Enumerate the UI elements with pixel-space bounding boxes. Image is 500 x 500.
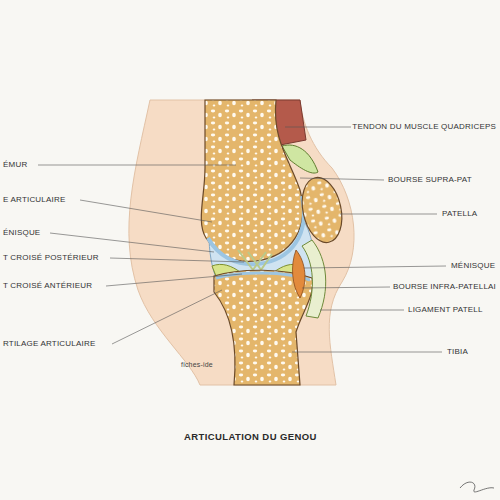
patella	[297, 174, 348, 246]
part-label: MÉNISQUE	[450, 261, 496, 271]
part-label: RTILAGE ARTICULAIRE	[2, 339, 96, 349]
patellar-ligament	[302, 240, 326, 318]
part-label: ÉNISQUE	[2, 228, 41, 238]
signature	[460, 482, 494, 492]
part-label: TIBIA	[446, 347, 469, 357]
part-label: T CROISÉ ANTÉRIEUR	[2, 281, 93, 291]
part-label: T CROISÉ POSTÉRIEUR	[2, 253, 100, 263]
cartilage	[208, 196, 304, 264]
part-label: LIGAMENT PATELL	[407, 305, 484, 315]
leg-outline	[129, 100, 354, 385]
part-label: BOURSE INFRA-PATELLAI	[392, 282, 497, 292]
watermark: fiches-ide	[180, 360, 214, 370]
part-label: PATELLA	[441, 209, 478, 219]
diagram-title: ARTICULATION DU GENOU	[184, 431, 317, 442]
leader-lines	[38, 127, 446, 352]
part-label: E ARTICULAIRE	[2, 195, 66, 205]
bursa	[293, 250, 305, 298]
part-label: ÉMUR	[2, 160, 28, 170]
part-label: TENDON DU MUSCLE QUADRICEPS	[351, 122, 497, 132]
femur	[201, 100, 302, 261]
part-label: BOURSE SUPRA-PAT	[387, 175, 473, 185]
